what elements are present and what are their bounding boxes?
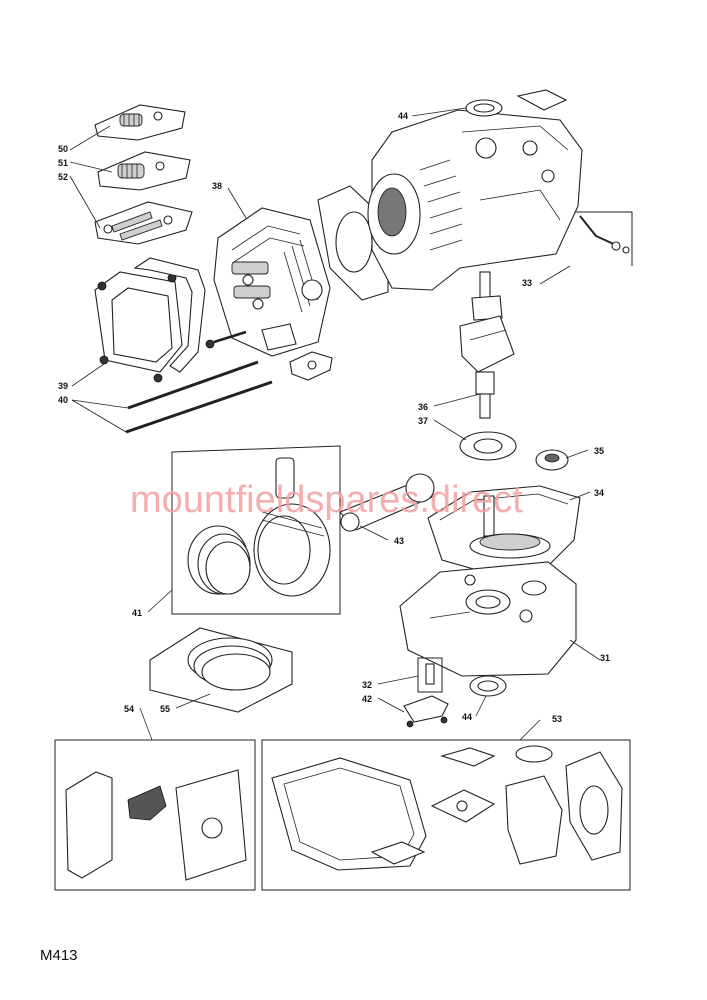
callout-32: 32 (362, 680, 372, 690)
callout-33: 33 (522, 278, 532, 288)
oil-seal-top (465, 99, 503, 117)
valve-cover (94, 271, 183, 383)
callout-52: 52 (58, 172, 68, 182)
callout-41: 41 (132, 608, 142, 618)
piston-pin (275, 457, 295, 499)
callout-53: 53 (552, 714, 562, 724)
callout-39: 39 (58, 381, 68, 391)
gasket-set (261, 739, 631, 891)
callout-44-top: 44 (398, 111, 408, 121)
ring-set-bag (149, 627, 293, 713)
connecting-rod (339, 473, 435, 532)
callout-50: 50 (58, 144, 68, 154)
cylinder-head (205, 207, 331, 357)
crankcase-gasket (427, 485, 581, 573)
breather-gasket (516, 89, 568, 111)
callout-55: 55 (160, 704, 170, 714)
crankcase-cover (399, 561, 577, 677)
piston-frame (171, 445, 341, 615)
leader-lines (69, 107, 601, 741)
callout-31: 31 (600, 653, 610, 663)
callout-36: 36 (418, 402, 428, 412)
callout-44-bottom: 44 (462, 712, 472, 722)
valve-bag-52 (94, 201, 193, 245)
drawing-code: M413 (40, 947, 78, 964)
intake-gasket (289, 351, 333, 381)
crankshaft (459, 271, 515, 419)
callout-42: 42 (362, 694, 372, 704)
callout-38: 38 (212, 181, 222, 191)
valve-cover-gasket (133, 257, 206, 373)
governor-lever-kit (575, 211, 633, 266)
watermark: mountfieldspares.direct (130, 479, 523, 521)
pickup-cover (403, 695, 449, 728)
piston (253, 503, 331, 597)
heat-shield-kit (54, 739, 256, 891)
piston-rings (187, 525, 251, 595)
governor-gear (535, 449, 569, 471)
callout-43: 43 (394, 536, 404, 546)
callout-34: 34 (594, 488, 604, 498)
push-rods (125, 360, 273, 434)
callouts: 44 50 51 52 38 33 39 40 36 37 35 34 43 4… (58, 111, 610, 724)
oil-pickup-box (417, 657, 443, 693)
valve-spring-bag-50 (94, 104, 186, 141)
callout-37: 37 (418, 416, 428, 426)
oil-seal-lower (469, 675, 507, 697)
callout-51: 51 (58, 158, 68, 168)
cylinder-block (367, 109, 583, 291)
valve-spring-bag-51 (97, 151, 191, 191)
callout-40: 40 (58, 395, 68, 405)
callout-54: 54 (124, 704, 134, 714)
main-bearing (459, 431, 517, 461)
callout-35: 35 (594, 446, 604, 456)
